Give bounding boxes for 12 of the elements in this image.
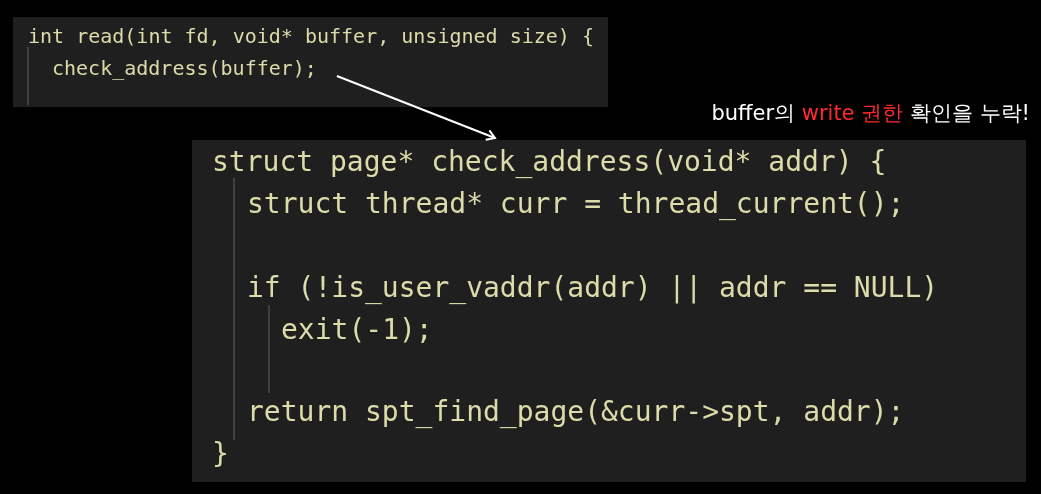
code-line: struct thread* curr = thread_current(); — [247, 190, 905, 218]
code-line: int read(int fd, void* buffer, unsigned size) { — [28, 26, 594, 46]
annotation-text: buffer의 write 권한 확인을 누락! — [711, 101, 1030, 127]
code-line: check_address(buffer); — [52, 58, 317, 78]
arrow — [335, 75, 496, 141]
code-panel — [192, 140, 1026, 482]
code-line: struct page* check_address(void* addr) { — [212, 148, 887, 176]
code-line: } — [212, 440, 229, 468]
code-line: if (!is_user_vaddr(addr) || addr == NULL) — [247, 274, 939, 302]
code-line: exit(-1); — [281, 316, 433, 344]
code-panel — [13, 17, 608, 107]
code-line: return spt_find_page(&curr->spt, addr); — [247, 398, 905, 426]
